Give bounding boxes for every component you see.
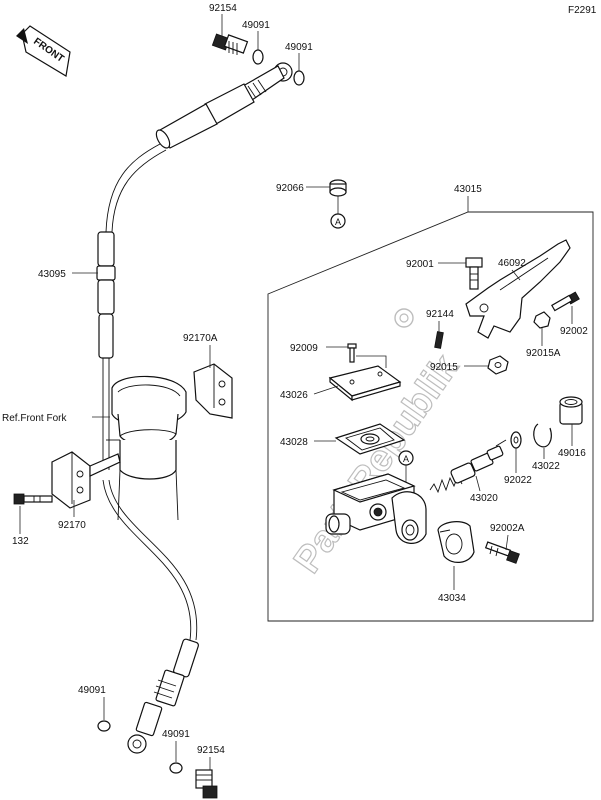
label-92144: 92144 bbox=[426, 309, 454, 320]
label-43095: 43095 bbox=[38, 269, 66, 280]
hose-sleeve bbox=[96, 231, 116, 359]
hose-bracket-lower bbox=[51, 451, 121, 509]
front-fork bbox=[106, 375, 187, 521]
hose-fitting-bottom bbox=[127, 638, 199, 754]
front-arrow-icon: FRONT bbox=[16, 25, 71, 77]
callout-a-upper-text: A bbox=[335, 217, 341, 227]
label-92009: 92009 bbox=[290, 343, 318, 354]
diaphragm bbox=[334, 423, 406, 455]
label-49091-a: 49091 bbox=[242, 20, 270, 31]
label-46092: 46092 bbox=[498, 258, 526, 269]
label-43022: 43022 bbox=[532, 461, 560, 472]
spring-pin bbox=[434, 331, 444, 349]
label-132: 132 bbox=[12, 536, 29, 547]
circlip bbox=[533, 423, 552, 448]
label-92154-bottom: 92154 bbox=[197, 745, 225, 756]
banjo-bolt-bottom bbox=[195, 769, 218, 799]
label-92015A: 92015A bbox=[526, 348, 561, 359]
handlebar-clamp bbox=[437, 521, 475, 563]
gear-icon bbox=[394, 308, 414, 328]
piston-assembly bbox=[429, 439, 507, 494]
reference-label: Ref.Front Fork bbox=[2, 413, 67, 424]
label-49091-c: 49091 bbox=[78, 685, 106, 696]
hose-fitting-top bbox=[155, 62, 293, 149]
callout-a-lower-text: A bbox=[403, 454, 409, 464]
label-49091-b: 49091 bbox=[285, 42, 313, 53]
pivot-bolt bbox=[465, 257, 483, 290]
brake-hose-lower bbox=[102, 479, 192, 641]
banjo-bolt-top bbox=[211, 33, 249, 55]
washer-d bbox=[169, 762, 183, 774]
label-92022: 92022 bbox=[504, 475, 532, 486]
label-43034: 43034 bbox=[438, 593, 466, 604]
master-cylinder-body bbox=[325, 473, 427, 544]
reservoir-cap bbox=[329, 179, 347, 197]
dust-boot bbox=[559, 396, 583, 425]
nut-92015A bbox=[533, 311, 551, 329]
label-49016: 49016 bbox=[558, 448, 586, 459]
washer-c bbox=[97, 720, 111, 732]
assembly-boundary bbox=[267, 211, 594, 622]
label-92170: 92170 bbox=[58, 520, 86, 531]
washer-a bbox=[252, 49, 264, 65]
label-92002: 92002 bbox=[560, 326, 588, 337]
brake-lever bbox=[465, 239, 571, 339]
label-43015: 43015 bbox=[454, 184, 482, 195]
label-92015: 92015 bbox=[430, 362, 458, 373]
nut-92015 bbox=[487, 355, 509, 375]
label-43020: 43020 bbox=[470, 493, 498, 504]
clamp-bolt bbox=[484, 541, 520, 564]
washer-b bbox=[293, 70, 305, 86]
label-43028: 43028 bbox=[280, 437, 308, 448]
label-92154-top: 92154 bbox=[209, 3, 237, 14]
figure-code: F2291 bbox=[568, 5, 597, 16]
cover-screw bbox=[347, 343, 357, 363]
bolt-132 bbox=[13, 493, 53, 505]
lever-adjust-bolt bbox=[551, 291, 580, 312]
label-92001: 92001 bbox=[406, 259, 434, 270]
washer-92022 bbox=[510, 431, 522, 449]
label-92170A: 92170A bbox=[183, 333, 218, 344]
label-49091-d: 49091 bbox=[162, 729, 190, 740]
brake-hose-upper bbox=[105, 143, 161, 233]
label-43026: 43026 bbox=[280, 390, 308, 401]
reservoir-cover bbox=[328, 365, 402, 402]
label-92002A: 92002A bbox=[490, 523, 525, 534]
hose-bracket-upper bbox=[193, 363, 233, 419]
callout-a-upper bbox=[330, 213, 346, 229]
label-92066: 92066 bbox=[276, 183, 304, 194]
